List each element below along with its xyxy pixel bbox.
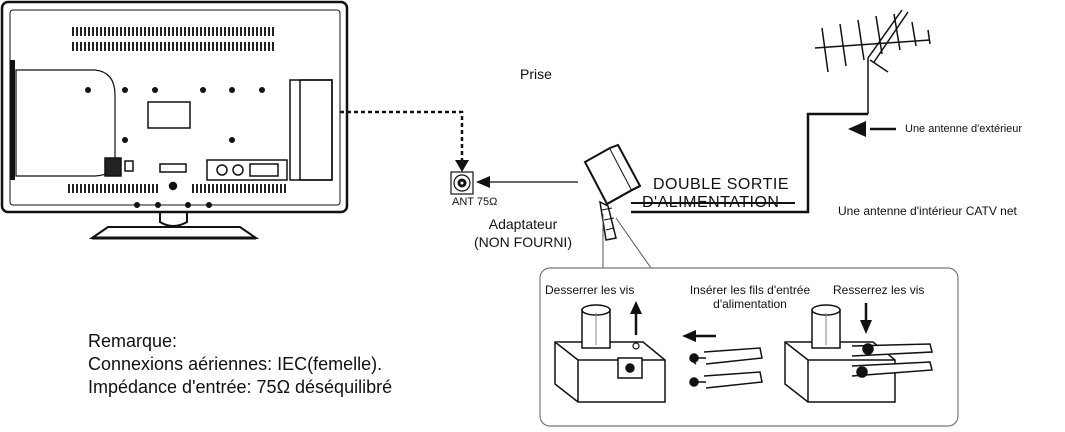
- outdoor-antenna-arrow: [848, 121, 896, 137]
- adapter-balun: [583, 143, 642, 241]
- step-loosen-label: Desserrer les vis: [545, 283, 635, 297]
- indoor-antenna-label: Une antenne d'intérieur CATV net: [838, 204, 1017, 218]
- step-insert-label-line1: Insérer les fils d'entrée: [689, 283, 811, 297]
- outdoor-antenna-label: Une antenne d'extérieur: [905, 123, 1023, 135]
- step-insert-label-line2: d'alimentation: [713, 297, 787, 311]
- up-arrow-icon: [630, 301, 642, 350]
- adapter-label: Adaptateur: [488, 216, 558, 232]
- double-output-label-line2: D'ALIMENTATION: [642, 194, 780, 211]
- detail-callout-lines: [602, 214, 652, 269]
- tv-rear-view: [0, 0, 349, 214]
- remark-title: Remarque:: [88, 331, 178, 351]
- ant-port-label: ANT 75Ω: [452, 196, 498, 208]
- step-tighten-label: Resserrez les vis: [833, 283, 925, 297]
- cable-tv-to-port: [340, 110, 469, 172]
- detail-box: [539, 267, 959, 427]
- twin-lead-cable: [631, 112, 868, 214]
- remark-line2: Impédance d'entrée: 75Ω déséquilibré: [88, 377, 393, 397]
- tv-screw-holes: [85, 87, 265, 208]
- double-output-label-line1: DOUBLE SORTIE: [653, 176, 790, 193]
- tv-stand: [88, 212, 260, 240]
- ant-75-port: [450, 171, 474, 195]
- down-arrow-icon: [860, 303, 872, 334]
- remark-line1: Connexions aériennes: IEC(femelle).: [88, 354, 383, 374]
- wall-socket-label: Prise: [520, 66, 552, 82]
- terminal-loosened: [554, 304, 666, 403]
- outdoor-antenna: [814, 9, 931, 114]
- arrow-adapter-to-port: [476, 176, 578, 188]
- twin-lead-wires: [689, 347, 763, 389]
- left-arrow-icon: [682, 330, 716, 342]
- not-supplied-label: (NON FOURNI): [474, 234, 572, 250]
- terminal-tightened: [784, 304, 933, 403]
